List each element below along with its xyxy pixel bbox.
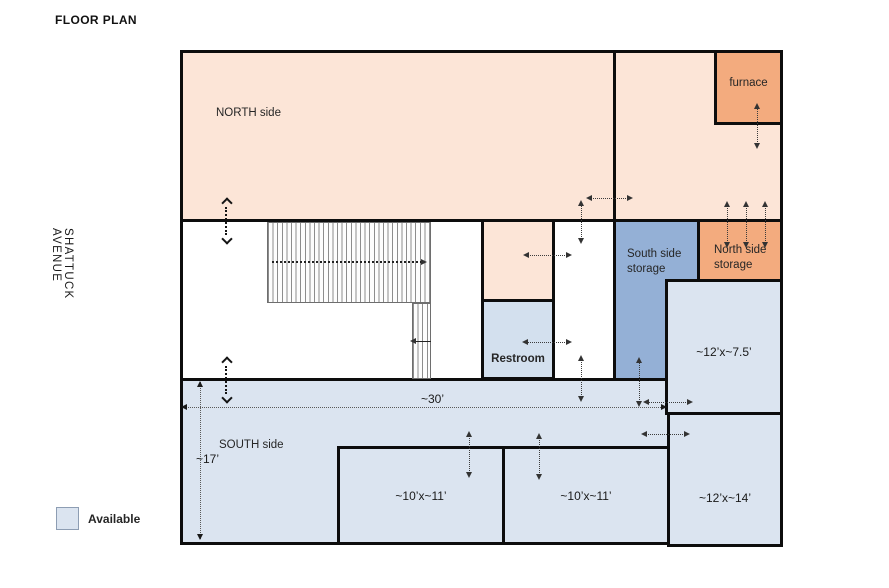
room-furnace-label: furnace — [729, 77, 768, 90]
door-arrow-north-storage-3 — [762, 201, 768, 248]
room-10x11-a-label: ~10’x~11’ — [395, 488, 447, 503]
dimension-line-depth — [197, 381, 203, 540]
room-12x7-5: ~12’x~7.5’ — [665, 279, 783, 415]
entry-arrow-south — [225, 366, 227, 394]
room-south-side-storage-label-line1: South side — [627, 248, 682, 260]
room-north-side-storage-label-line1: North side — [714, 244, 767, 256]
dimension-width-label: ~30’ — [421, 392, 445, 406]
legend-available-label: Available — [88, 512, 141, 526]
room-12x14-label: ~12’x~14’ — [698, 490, 752, 505]
room-north-side: NORTH side — [180, 50, 783, 222]
door-arrow-north-divider — [586, 195, 633, 201]
door-arrow-furnace — [754, 103, 760, 149]
door-arrow-restroom — [522, 339, 572, 345]
page-title: FLOOR PLAN — [55, 13, 137, 27]
room-south-side-storage-label-line2: storage — [627, 262, 666, 275]
door-arrow-12x14 — [641, 431, 690, 437]
dimension-depth-label: ~17’ — [196, 452, 220, 466]
room-10x11-a: ~10’x~11’ — [337, 446, 505, 545]
legend-available-swatch — [56, 507, 79, 530]
door-arrow-10x11-b — [536, 433, 542, 480]
room-10x11-b: ~10’x~11’ — [502, 446, 670, 545]
room-peach-block — [481, 219, 555, 302]
dimension-line-width — [183, 407, 665, 408]
room-north-side-storage: North side storage — [697, 219, 783, 283]
room-furnace: furnace — [714, 50, 783, 125]
stairs-strip-arrow — [410, 338, 431, 344]
room-restroom: Restroom — [481, 299, 555, 380]
stairs-direction-arrow — [272, 259, 427, 265]
room-south-side-label: SOUTH side — [219, 439, 284, 451]
room-restroom-label: Restroom — [491, 353, 545, 366]
room-north-side-storage-label-line2: storage — [714, 258, 753, 271]
north-divider-wall — [613, 52, 616, 222]
street-label: SHATTUCK AVENUE — [50, 228, 74, 300]
door-arrow-south-storage — [636, 357, 642, 407]
room-north-side-label: NORTH side — [216, 107, 281, 119]
room-10x11-b-label: ~10’x~11’ — [560, 488, 612, 503]
door-arrow-10x11-a — [466, 431, 472, 478]
room-12x7-5-label: ~12’x~7.5’ — [696, 345, 752, 359]
door-arrow-hall-north — [578, 200, 584, 244]
door-arrow-north-storage-2 — [743, 201, 749, 248]
door-arrow-12x7-5 — [643, 399, 693, 405]
door-arrow-north-storage-1 — [724, 201, 730, 248]
door-arrow-peach-block — [523, 252, 572, 258]
door-arrow-hall-south — [578, 355, 584, 402]
entry-arrow-north — [225, 207, 227, 235]
